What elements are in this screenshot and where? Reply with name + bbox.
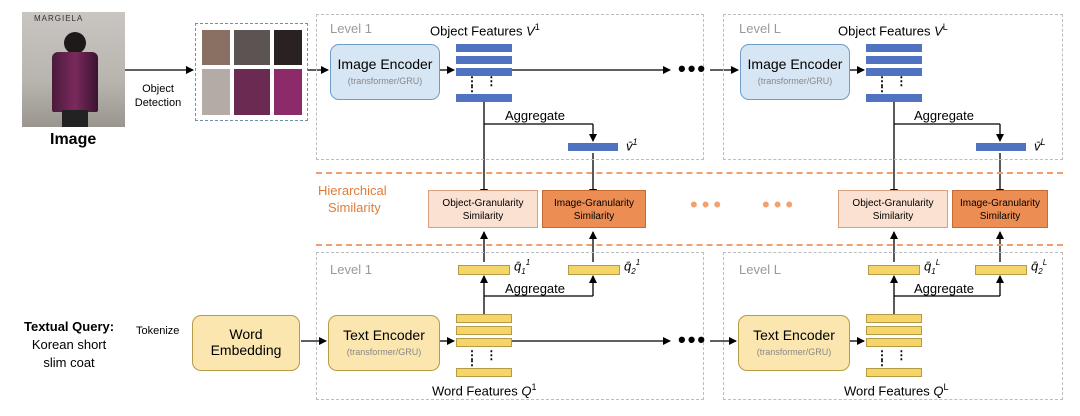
thumb-1 <box>202 30 230 65</box>
similarity-ellipsis-2: ••• <box>762 192 798 217</box>
similarity-band-bottom <box>316 244 1063 246</box>
thumb-3 <box>274 30 302 65</box>
q2-label-L: q̄2L <box>1031 258 1048 276</box>
photo-person-coat <box>52 52 98 112</box>
word-features-label-1: Word Features Q1 <box>432 382 537 399</box>
text-level-L-label: Level L <box>739 262 781 277</box>
aggregate-label-text-L: Aggregate <box>914 281 974 296</box>
image-encoder-level-L: Image Encoder (transformer/GRU) <box>740 44 850 100</box>
object-features-stack-1: ⋮ ⋮ ⋮ <box>456 44 512 102</box>
object-features-label-L: Object Features VL <box>838 22 948 39</box>
object-features-label-1: Object Features V1 <box>430 22 540 39</box>
text-level-ellipsis: ••• <box>678 327 708 352</box>
v-bar-feature-1 <box>568 143 618 151</box>
q1-label-1: q̄11 <box>514 258 531 276</box>
text-level-1-box <box>316 252 704 400</box>
v-bar-feature-L <box>976 143 1026 151</box>
aggregate-label-image-1: Aggregate <box>505 108 565 123</box>
tokenize-label: Tokenize <box>136 325 180 337</box>
v-bar-label-L: v̄L <box>1034 137 1046 154</box>
image-encoder-level-1: Image Encoder (transformer/GRU) <box>330 44 440 100</box>
q2-bar-1 <box>568 265 620 275</box>
word-embedding: Word Embedding <box>192 315 300 371</box>
text-level-L-box <box>723 252 1063 400</box>
textual-query: Textual Query: Korean short slim coat <box>24 319 115 370</box>
image-label: Image <box>50 131 97 148</box>
text-encoder-level-1: Text Encoder (transformer/GRU) <box>328 315 440 371</box>
input-photo: MARGIELA <box>22 12 125 127</box>
thumb-2 <box>234 30 270 65</box>
image-level-L-label: Level L <box>739 21 781 36</box>
object-detection-label: Object Detection <box>134 83 182 109</box>
photo-person-head <box>64 32 86 54</box>
thumb-6 <box>274 69 302 115</box>
q2-label-1: q̄21 <box>624 258 641 276</box>
object-features-stack-L: ⋮ ⋮ ⋮ <box>866 44 922 102</box>
image-level-1-label: Level 1 <box>330 21 372 36</box>
image-level-1-box <box>316 14 704 160</box>
q2-bar-L <box>975 265 1027 275</box>
similarity-ellipsis-1: ••• <box>690 192 726 217</box>
word-features-label-L: Word Features QL <box>844 382 949 399</box>
q1-bar-1 <box>458 265 510 275</box>
aggregate-label-text-1: Aggregate <box>505 281 565 296</box>
detected-objects-panel <box>195 23 308 121</box>
hierarchical-similarity-label: Hierarchical Similarity <box>318 183 387 215</box>
thumb-4 <box>202 69 230 115</box>
similarity-band-top <box>316 172 1063 174</box>
photo-person-legs <box>62 110 88 127</box>
photo-brand-text: MARGIELA <box>34 14 84 23</box>
q1-bar-L <box>868 265 920 275</box>
word-features-stack-1: ⋮ ⋮ ⋮ <box>456 314 512 378</box>
word-features-stack-L: ⋮ ⋮ ⋮ <box>866 314 922 378</box>
q1-label-L: q̄1L <box>924 258 941 276</box>
aggregate-label-image-L: Aggregate <box>914 108 974 123</box>
image-level-L-box <box>723 14 1063 160</box>
text-level-1-label: Level 1 <box>330 262 372 277</box>
text-encoder-level-L: Text Encoder (transformer/GRU) <box>738 315 850 371</box>
v-bar-label-1: v̄1 <box>626 137 638 154</box>
image-level-ellipsis: ••• <box>678 56 708 81</box>
thumb-5 <box>234 69 270 115</box>
